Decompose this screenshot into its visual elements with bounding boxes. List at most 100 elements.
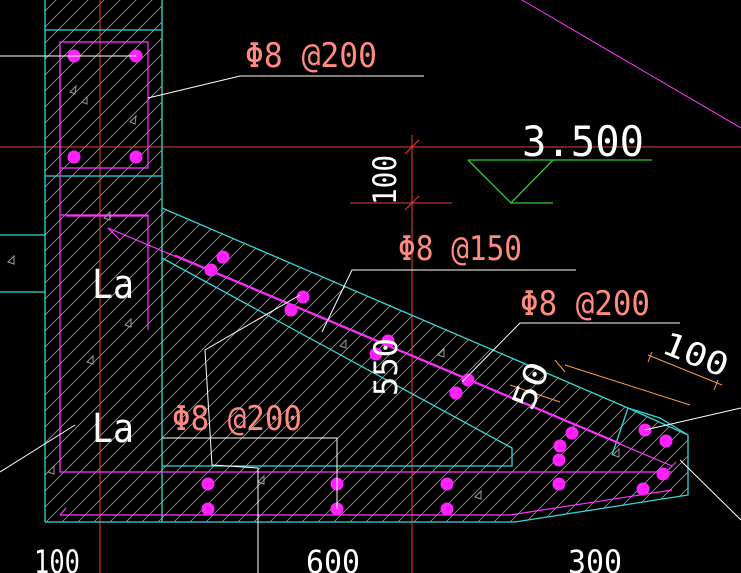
hatch-line [186, 0, 688, 522]
dim-bottom-100: 100 [34, 543, 80, 573]
rebar-dot [552, 453, 566, 467]
hatch-line [45, 0, 345, 522]
hatch-line [45, 0, 281, 522]
slope-line [521, 0, 741, 129]
hatch-line [410, 0, 688, 522]
end-cap-outline [627, 407, 689, 436]
rebar-dot [201, 502, 215, 516]
rebar-dot [284, 303, 298, 317]
leader-center [204, 294, 301, 573]
hatch-line [666, 0, 688, 522]
diagonal-bar-bottom [174, 254, 621, 444]
leader-diagonal-label [321, 269, 576, 333]
leader-top-label [147, 75, 424, 99]
hatch-line [45, 0, 169, 522]
hatch-line [442, 0, 688, 522]
hatch-line [490, 0, 688, 522]
hatch-line [426, 0, 688, 522]
hatch-line [715, 0, 741, 573]
hatch-line [282, 0, 688, 522]
dim-vertical-100: 100 [366, 155, 404, 205]
hatch-line [538, 0, 688, 522]
rebar-dot [565, 426, 579, 440]
hatch-line [474, 0, 688, 522]
left-vertical-bar [59, 215, 672, 473]
hatch-line [0, 0, 40, 573]
anchor-label-lower: La [92, 406, 134, 452]
hatch-line [522, 0, 688, 522]
rebar-dot [129, 150, 143, 164]
rebar-dot [552, 477, 566, 491]
rebar-dot [296, 290, 310, 304]
leader-end-lower [679, 459, 741, 521]
rebar-dot [440, 502, 454, 516]
dim-bottom-300: 300 [568, 543, 622, 573]
hatch-line [202, 0, 688, 522]
hatch-line [699, 0, 741, 573]
angled-dimension [509, 351, 723, 406]
leader-bottom-label [162, 437, 338, 509]
hatch-glyphs [7, 84, 620, 500]
hatch-line [45, 0, 201, 522]
rebar-dot [461, 373, 475, 387]
rebar-dot [201, 477, 215, 491]
hatch-line [45, 0, 89, 522]
hatch-line [45, 0, 73, 522]
hatch-line [45, 0, 185, 522]
concrete-outline [44, 0, 689, 523]
dim-angled-100: 100 [657, 324, 734, 385]
hatch-line [586, 0, 688, 522]
rebar-dot [204, 263, 218, 277]
hatch-line [45, 0, 233, 522]
hatch-line [45, 0, 457, 522]
hatch-line [0, 0, 8, 573]
rebar-label-top-wall: Φ8 @200 [245, 36, 377, 76]
hatch-line [170, 0, 688, 522]
rebar-dot [656, 467, 670, 481]
upper-vertical-bar [59, 42, 149, 330]
rebar-dot [67, 150, 81, 164]
outer-slab-outline [45, 207, 689, 523]
hatch-line [45, 0, 553, 522]
hatch-line [45, 0, 57, 522]
hatch-line [650, 0, 688, 522]
hatch-line [731, 0, 741, 573]
rebar-dot [440, 477, 454, 491]
hatch-line [45, 0, 377, 522]
level-marker [467, 159, 652, 204]
hatch-line [45, 0, 361, 522]
leader-end-right [644, 407, 741, 431]
dim-depth-550: 550 [367, 338, 405, 396]
hatch-line [45, 0, 153, 522]
hatch-line [506, 0, 688, 522]
rebar-label-bottom: Φ8 @200 [172, 399, 302, 439]
leader-la-lower [0, 424, 76, 473]
hatch-line [0, 0, 24, 573]
rebar-dot [216, 250, 230, 264]
level-elevation: 3.500 [522, 117, 644, 166]
rebar-dot [449, 386, 463, 400]
hatch-line [45, 0, 217, 522]
rebar-dot [659, 434, 673, 448]
rebar-label-diagonal: Φ8 @150 [398, 229, 522, 269]
rebar-dot [553, 439, 567, 453]
hatch-line [682, 0, 688, 522]
rebar-label-haunch: Φ8 @200 [520, 284, 650, 324]
hatch-line [554, 0, 688, 522]
vertical-dimension [350, 135, 452, 220]
rebar-dot [369, 347, 383, 361]
hatch-line [45, 0, 249, 522]
hatch-line [458, 0, 688, 522]
hatch-line [250, 0, 688, 522]
rebar-lines [59, 41, 677, 516]
leader-lines [0, 55, 741, 573]
rebar-dot [636, 482, 650, 496]
left-stub [0, 234, 45, 293]
hatch-line [45, 0, 105, 522]
dim-haunch-50: 50 [504, 356, 557, 415]
anchor-label-upper: La [92, 262, 134, 308]
leader-haunch-label [461, 322, 680, 383]
hatch-line [234, 0, 688, 522]
